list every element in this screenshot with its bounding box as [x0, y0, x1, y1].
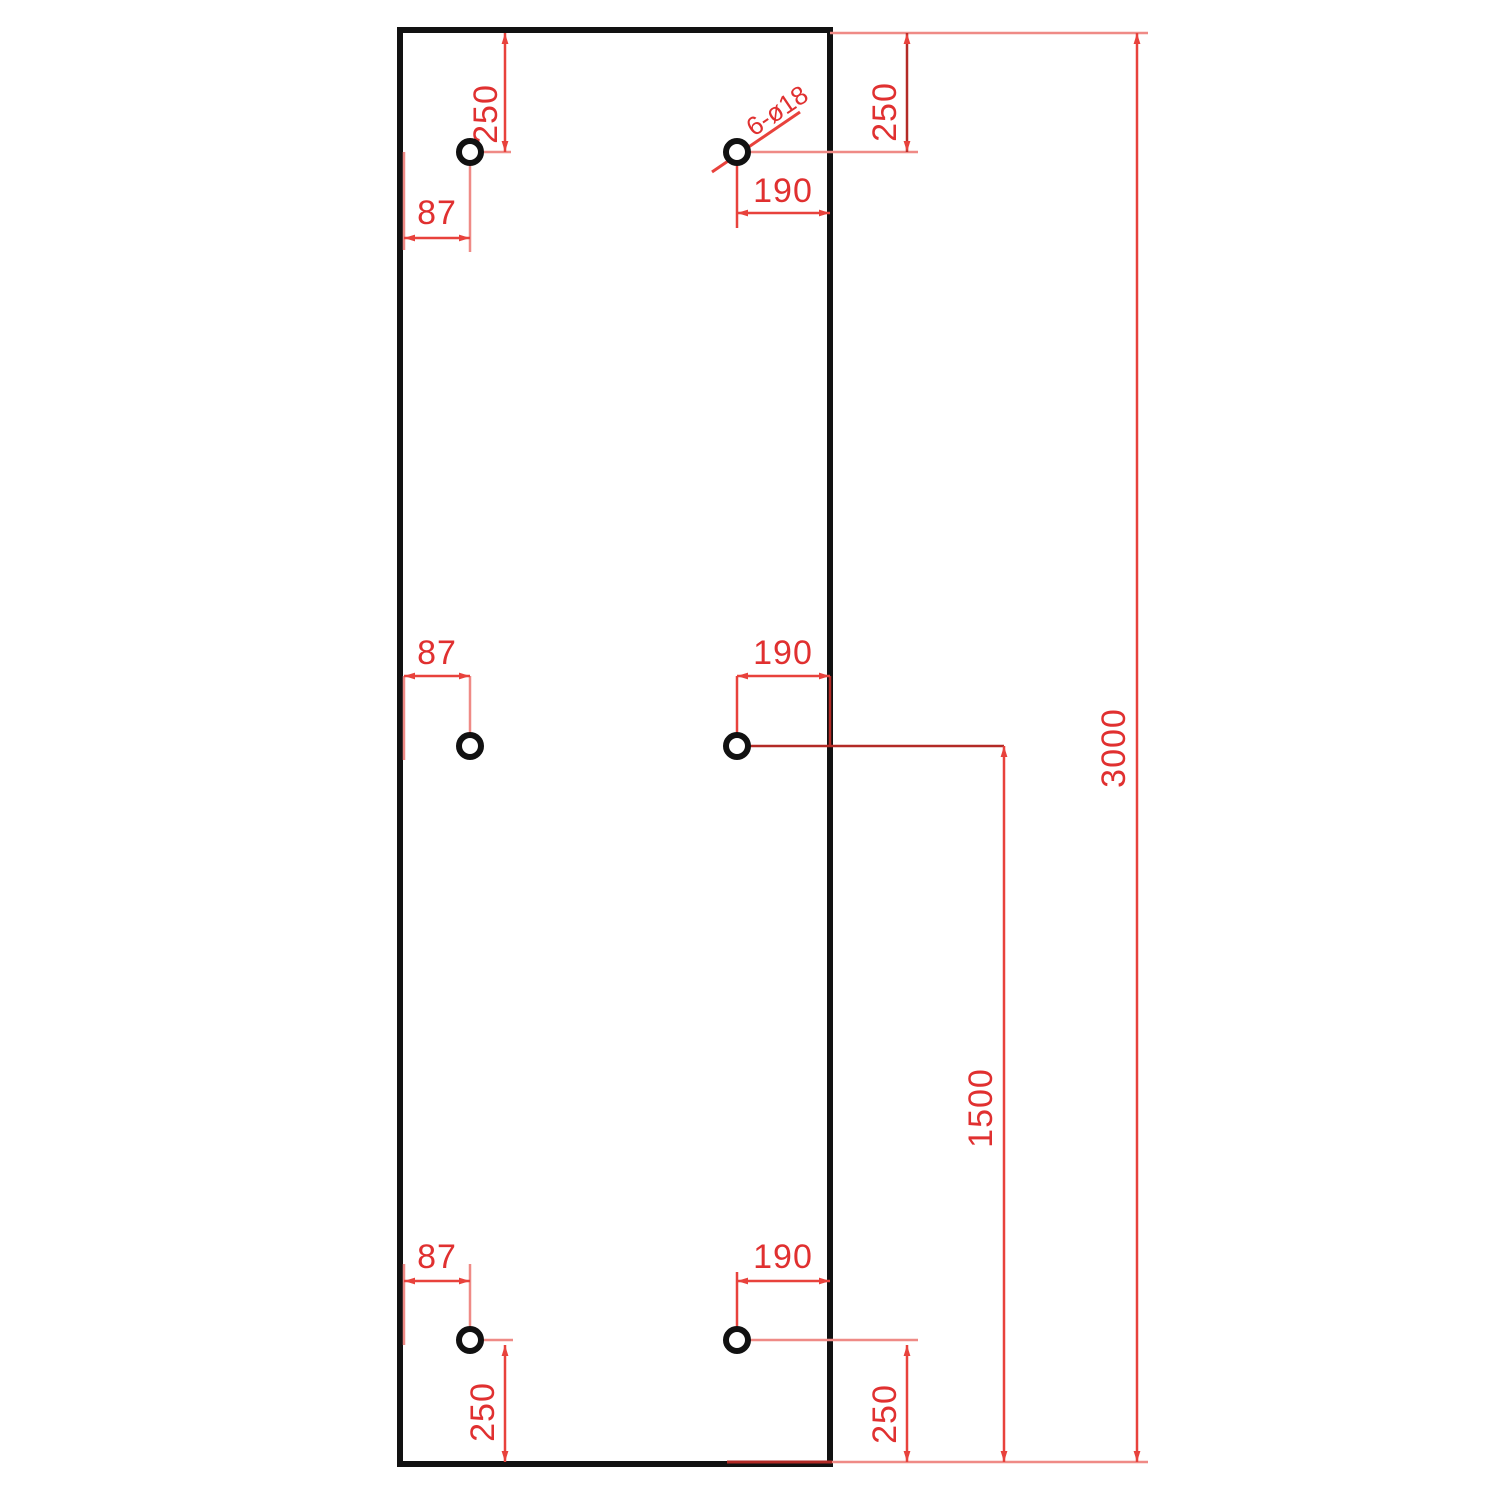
dim-label-190-bottom-right: 190	[753, 1238, 813, 1276]
dim-bottom-right-190: 190	[735, 1238, 830, 1334]
dim-label-3000: 3000	[1095, 708, 1133, 788]
dim-label-87-mid-left: 87	[417, 634, 457, 672]
hole-callout-label: 6-ø18	[740, 79, 813, 142]
dim-bottom-right-250: 250	[866, 1345, 911, 1462]
dim-top-right-250: 250	[866, 33, 911, 152]
dim-label-87-top-left: 87	[417, 194, 457, 232]
dim-top-right-190: 190	[735, 152, 830, 228]
dim-label-250-top-right: 250	[866, 82, 904, 142]
extension-lines	[402, 31, 1148, 1464]
hole-bottom-right	[723, 1326, 751, 1354]
dim-label-190-mid-right: 190	[753, 634, 813, 672]
dim-label-250-bottom-right: 250	[866, 1384, 904, 1444]
dim-label-87-bottom-left: 87	[417, 1238, 457, 1276]
dim-label-250-bottom-left: 250	[464, 1382, 502, 1442]
dim-mid-left-87: 87	[404, 634, 472, 740]
leader-line	[711, 110, 801, 174]
hole-mid-left	[456, 732, 484, 760]
dim-bottom-left-87: 87	[404, 1238, 472, 1334]
dim-label-1500: 1500	[962, 1068, 1000, 1148]
dim-mid-right-190: 190	[735, 634, 832, 746]
hole-group	[456, 138, 751, 1354]
hole-mid-right	[723, 732, 751, 760]
dim-label-250-top-left: 250	[467, 84, 505, 144]
dim-label-190-top-right: 190	[753, 172, 813, 210]
dim-top-left-250: 250	[467, 33, 511, 154]
hole-top-right	[723, 138, 751, 166]
dim-bottom-left-250: 250	[464, 1338, 513, 1462]
dim-right-1500: 1500	[962, 746, 1008, 1462]
dim-right-3000: 3000	[1095, 33, 1141, 1462]
hole-top-left	[456, 138, 484, 166]
hole-bottom-left	[456, 1326, 484, 1354]
dim-top-left-87: 87	[404, 152, 472, 252]
